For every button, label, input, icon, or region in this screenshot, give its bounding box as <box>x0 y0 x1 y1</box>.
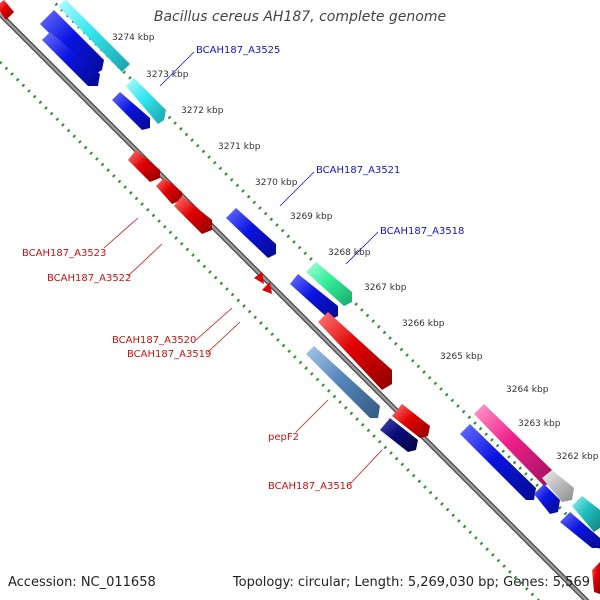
gene-red-edge[interactable] <box>0 0 14 20</box>
gene-red-3520[interactable] <box>254 272 264 284</box>
tick-3262: 3262 kbp <box>556 452 599 462</box>
tick-3273: 3273 kbp <box>146 70 189 80</box>
gene-red-a[interactable] <box>128 150 160 182</box>
gene-steel-pepf2[interactable] <box>306 346 380 418</box>
gc-track-inner <box>0 60 541 600</box>
gene-red-long[interactable] <box>318 312 392 390</box>
gene-blue-3524[interactable] <box>112 92 150 130</box>
kbp-tick-labels: 3274 kbp 3273 kbp 3272 kbp 3271 kbp 3270… <box>112 33 599 462</box>
gene-labels: BCAH187_A3525 BCAH187_A3521 BCAH187_A351… <box>22 45 464 492</box>
tick-3266: 3266 kbp <box>402 319 445 329</box>
label-a3516: BCAH187_A3516 <box>268 481 352 492</box>
gene-navy-3516[interactable] <box>380 418 418 452</box>
gene-cyan-3526[interactable] <box>58 0 130 72</box>
gene-blue-3525-b[interactable] <box>42 32 100 86</box>
tick-3265: 3265 kbp <box>440 352 483 362</box>
backbone-shadow <box>0 12 590 600</box>
tick-3267: 3267 kbp <box>364 283 407 293</box>
label-a3521: BCAH187_A3521 <box>316 165 400 176</box>
backbone-line <box>0 13 588 600</box>
gene-cyan-3524[interactable] <box>126 78 166 124</box>
gene-blue-right-b[interactable] <box>534 484 560 514</box>
gene-red-3515[interactable] <box>392 404 430 438</box>
label-pepf2: pepF2 <box>268 432 299 443</box>
gene-blue-3517[interactable] <box>290 274 338 320</box>
gene-teal-edge[interactable] <box>572 496 600 532</box>
accession-text: Accession: NC_011658 <box>8 575 156 590</box>
tick-3271: 3271 kbp <box>218 142 261 152</box>
gene-blue-3521[interactable] <box>226 208 276 258</box>
tick-3274: 3274 kbp <box>112 33 155 43</box>
gene-red-edge-bottom[interactable] <box>592 562 600 594</box>
gene-blue-right-c[interactable] <box>560 512 600 548</box>
tick-3269: 3269 kbp <box>290 212 333 222</box>
tick-3272: 3272 kbp <box>181 106 224 116</box>
tick-3268: 3268 kbp <box>328 248 371 258</box>
label-a3518: BCAH187_A3518 <box>380 226 464 237</box>
gene-blue-3525-a[interactable] <box>40 10 104 76</box>
gene-magenta[interactable] <box>474 404 552 486</box>
gene-mint-3518[interactable] <box>306 262 352 306</box>
label-a3525: BCAH187_A3525 <box>196 45 280 56</box>
label-a3520: BCAH187_A3520 <box>112 335 196 346</box>
map-title: Bacillus cereus AH187, complete genome <box>153 9 447 25</box>
gene-red-3519[interactable] <box>262 282 272 294</box>
label-a3523: BCAH187_A3523 <box>22 248 106 259</box>
gene-blue-right-a[interactable] <box>460 424 536 500</box>
tick-3270: 3270 kbp <box>255 178 298 188</box>
label-a3522: BCAH187_A3522 <box>47 273 131 284</box>
genome-summary: Topology: circular; Length: 5,269,030 bp… <box>232 575 590 590</box>
tick-3263: 3263 kbp <box>518 419 561 429</box>
gene-red-3523[interactable] <box>156 178 182 204</box>
callout-lines <box>103 51 383 485</box>
gene-red-3522[interactable] <box>174 196 212 234</box>
gene-grey[interactable] <box>542 470 574 502</box>
label-a3519: BCAH187_A3519 <box>127 349 211 360</box>
tick-3264: 3264 kbp <box>506 385 549 395</box>
